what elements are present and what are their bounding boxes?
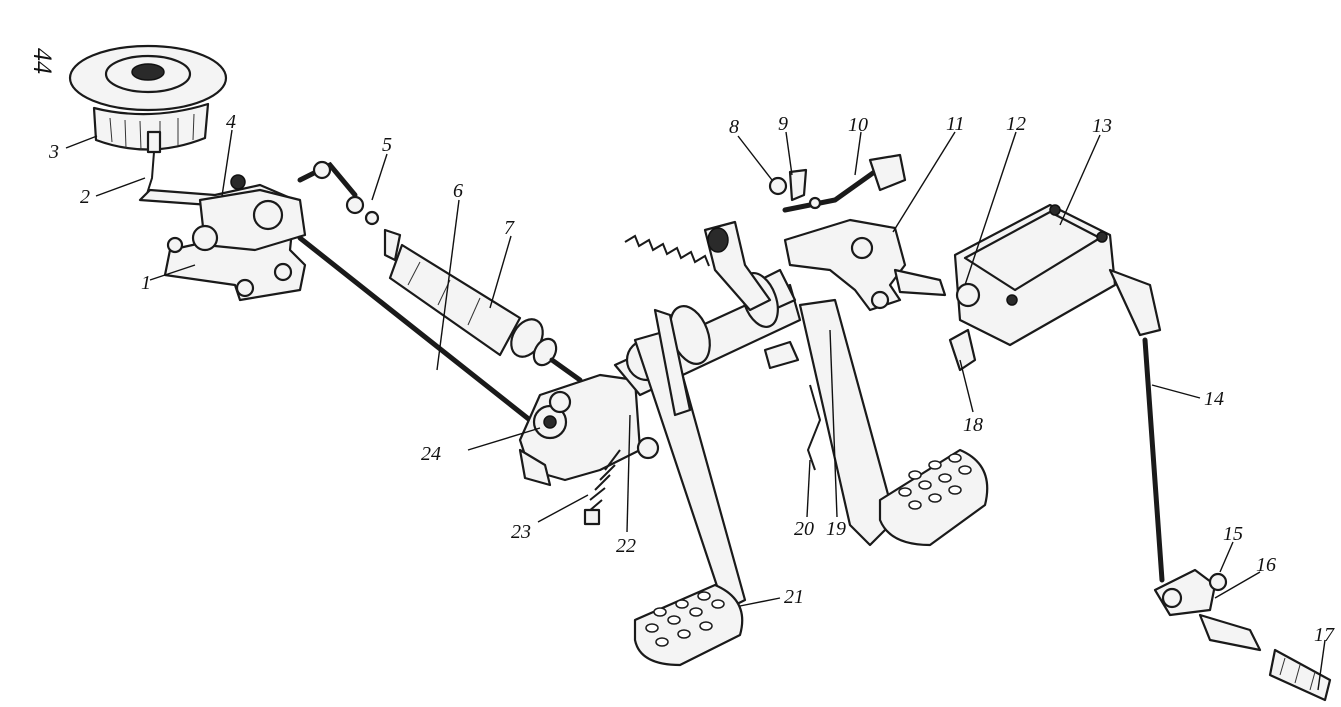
callout-8: 8 [729,116,739,138]
callout-24: 24 [421,443,441,465]
callout-11: 11 [946,113,965,135]
callout-23: 23 [511,521,531,543]
callout-21: 21 [784,586,804,608]
vertical-rod-part [1142,337,1165,583]
right-pedal-part [763,298,989,547]
cross-shaft-part [613,268,802,397]
callout-18: 18 [963,414,983,436]
callout-15: 15 [1223,523,1243,545]
pivot-bracket-part [518,373,642,526]
callout-10: 10 [848,114,868,136]
right-bracket-part [783,218,947,312]
callout-3: 3 [48,141,59,163]
callout-labels: 1 2 3 4 5 6 7 8 9 10 11 12 13 14 15 16 1… [48,111,1335,646]
booster-cylinder-part [383,228,583,383]
callout-2: 2 [80,186,90,208]
master-cylinder-part [138,174,307,302]
callout-17: 17 [1314,624,1335,646]
callout-4: 4 [226,111,236,133]
reservoir-part [68,44,228,151]
callout-6: 6 [453,180,463,202]
callout-1: 1 [141,272,151,294]
callout-22: 22 [616,535,636,557]
callout-20: 20 [794,518,814,540]
leader-lines [65,129,1326,691]
callout-16: 16 [1256,554,1276,576]
callout-9: 9 [778,113,788,135]
linkage-rod-part [297,160,380,226]
valve-box-part [948,203,1162,372]
callout-19: 19 [826,518,846,540]
adjuster-link-part [768,153,907,213]
return-spring-part [624,234,710,267]
callout-12: 12 [1006,113,1026,135]
lower-joint-part [1153,568,1332,702]
callout-13: 13 [1092,115,1112,137]
upper-lever-part [703,220,772,312]
pull-rod-part [297,235,543,431]
callout-14: 14 [1204,388,1224,410]
left-pedal-part [633,308,747,667]
callout-5: 5 [382,134,392,156]
page-number: 44 [28,48,57,74]
callout-7: 7 [504,217,515,239]
